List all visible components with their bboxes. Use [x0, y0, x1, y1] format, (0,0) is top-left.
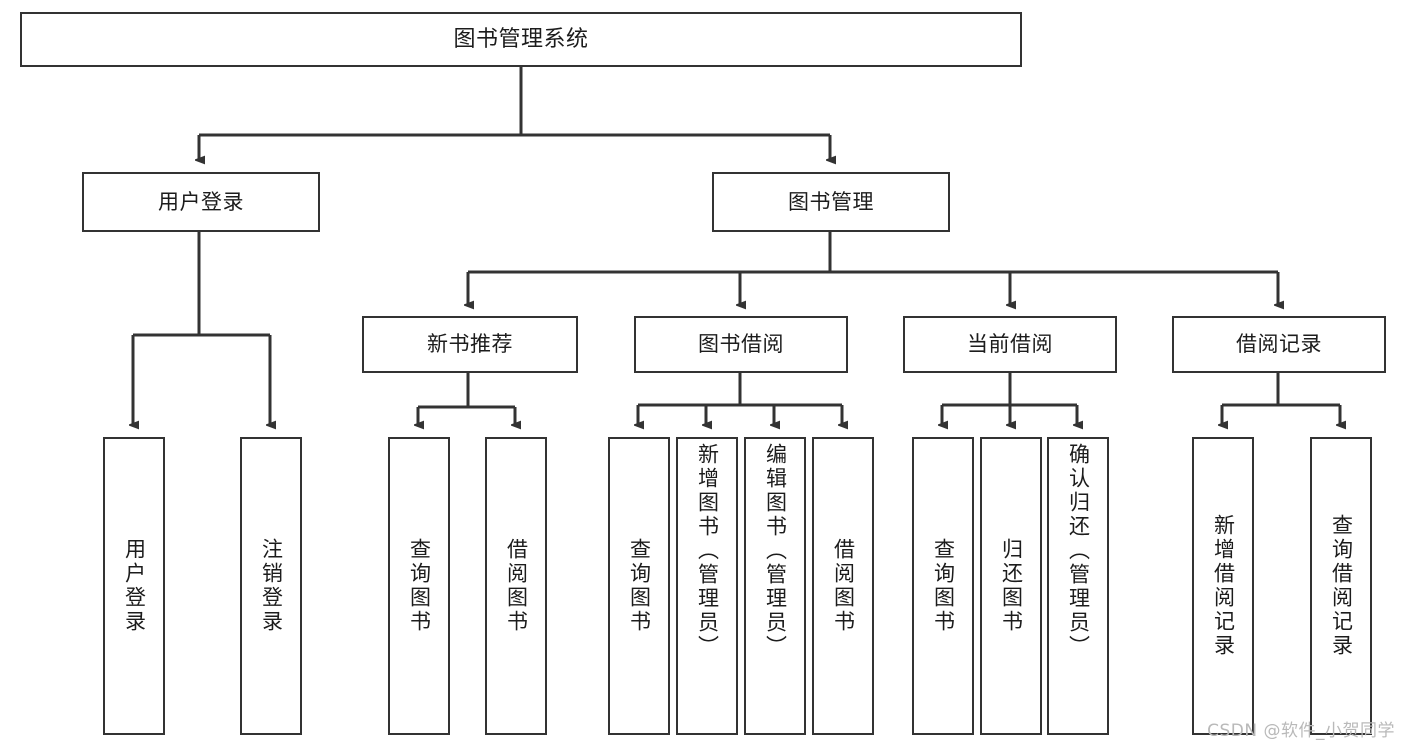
leaf-user-login-logout[interactable]: 注销登录 — [240, 437, 302, 735]
node-label: 查询图书 — [627, 538, 652, 634]
leaf-current-borrow-confirm-return-admin[interactable]: 确认归还（管理员） — [1047, 437, 1109, 735]
leaf-new-book-borrow-book[interactable]: 借阅图书 — [485, 437, 547, 735]
node-label: 图书管理系统 — [453, 26, 589, 52]
node-label: 新增借阅记录 — [1211, 514, 1236, 658]
leaf-borrow-record-add-record[interactable]: 新增借阅记录 — [1192, 437, 1254, 735]
node-label: 借阅图书 — [504, 538, 529, 634]
node-label: 归还图书 — [999, 538, 1024, 634]
leaf-current-borrow-return-book[interactable]: 归还图书 — [980, 437, 1042, 735]
csdn-watermark: CSDN @软件_小贺同学 — [1207, 721, 1395, 741]
node-label: 查询借阅记录 — [1329, 514, 1354, 658]
node-borrow-record[interactable]: 借阅记录 — [1172, 316, 1386, 373]
node-label: 查询图书 — [407, 538, 432, 634]
node-user-login[interactable]: 用户登录 — [82, 172, 320, 232]
leaf-new-book-query-book[interactable]: 查询图书 — [388, 437, 450, 735]
node-current-borrow[interactable]: 当前借阅 — [903, 316, 1117, 373]
node-label: 当前借阅 — [967, 332, 1053, 357]
node-label: 确认归还（管理员） — [1066, 443, 1091, 659]
node-label: 新增图书（管理员） — [695, 443, 720, 659]
leaf-current-borrow-query-book[interactable]: 查询图书 — [912, 437, 974, 735]
leaf-book-borrow-borrow-book[interactable]: 借阅图书 — [812, 437, 874, 735]
node-root-book-management-system[interactable]: 图书管理系统 — [20, 12, 1022, 67]
node-label: 用户登录 — [158, 189, 244, 214]
leaf-user-login-login[interactable]: 用户登录 — [103, 437, 165, 735]
node-book-management[interactable]: 图书管理 — [712, 172, 950, 232]
leaf-book-borrow-query-book[interactable]: 查询图书 — [608, 437, 670, 735]
node-label: 查询图书 — [931, 538, 956, 634]
leaf-book-borrow-edit-book-admin[interactable]: 编辑图书（管理员） — [744, 437, 806, 735]
node-label: 图书借阅 — [698, 332, 784, 357]
leaf-borrow-record-query-record[interactable]: 查询借阅记录 — [1310, 437, 1372, 735]
node-label: 编辑图书（管理员） — [763, 443, 788, 659]
node-label: 借阅记录 — [1236, 332, 1322, 357]
leaf-book-borrow-add-book-admin[interactable]: 新增图书（管理员） — [676, 437, 738, 735]
node-label: 新书推荐 — [427, 332, 513, 357]
node-label: 用户登录 — [122, 538, 147, 634]
node-book-borrow[interactable]: 图书借阅 — [634, 316, 848, 373]
node-label: 借阅图书 — [831, 538, 856, 634]
node-new-book-recommend[interactable]: 新书推荐 — [362, 316, 578, 373]
node-label: 图书管理 — [788, 189, 874, 214]
node-label: 注销登录 — [259, 538, 284, 634]
